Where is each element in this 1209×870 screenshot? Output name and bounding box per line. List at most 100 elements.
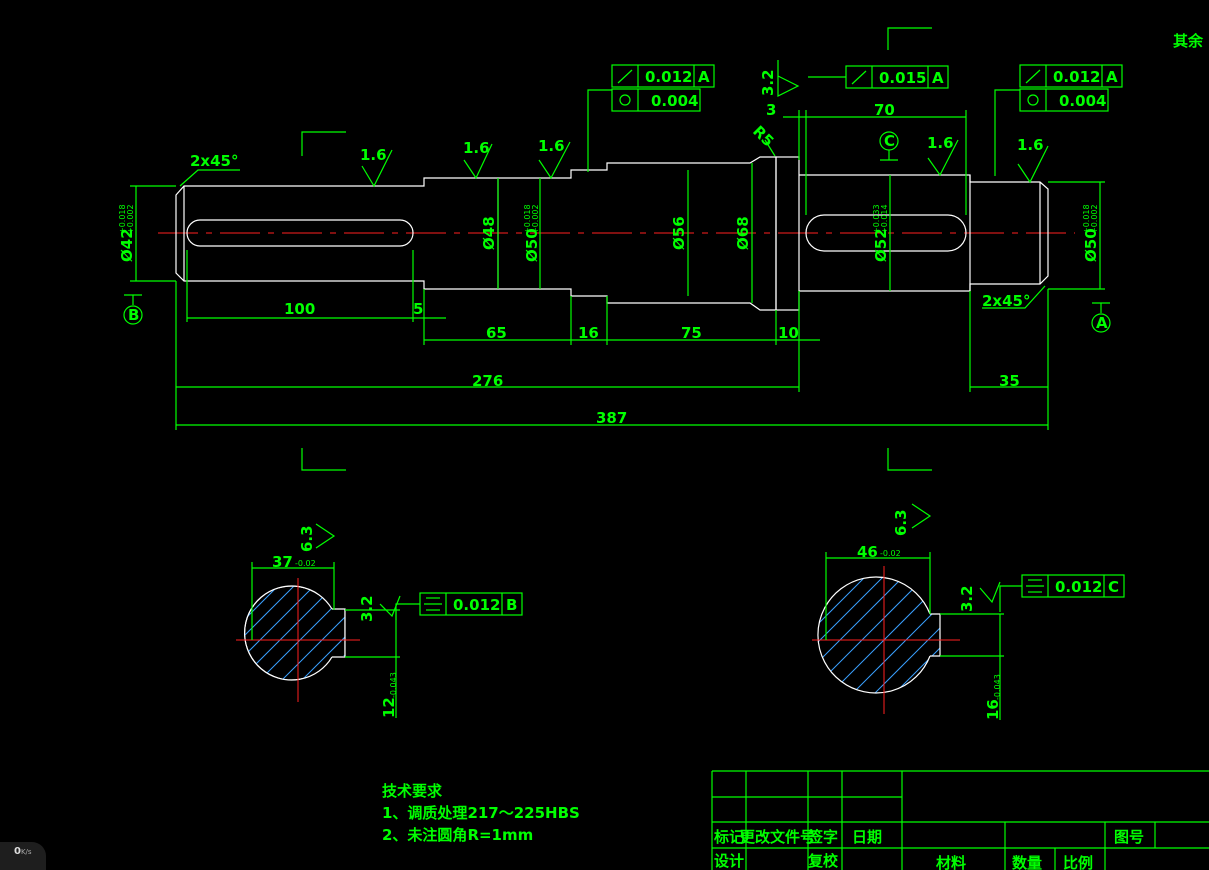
roughness-5-label: 1.6 (1017, 136, 1044, 154)
roughness-labels: 1.6 1.6 1.6 1.6 1.6 3.2 6.3 3.2 6.3 3.2 (298, 69, 1044, 622)
corner-note: 其余 (1173, 32, 1204, 50)
runout-icon (851, 70, 867, 85)
dia-50a-tol-lo: +0.002 (531, 204, 540, 234)
key-right-width-tol: -0.043 (993, 674, 1002, 700)
f2-runout-value: 0.015 (879, 69, 926, 87)
tech-line-2: 2、未注圆角R=1mm (382, 826, 533, 844)
key-left-width-tol: -0.043 (389, 672, 398, 698)
datum-c: C (879, 131, 899, 161)
len-10-label: 10 (778, 324, 799, 342)
tolerance-frame-5: 0.012 C (999, 574, 1125, 612)
key-left-depth-tol: -0.02 (295, 559, 316, 568)
key-right-width: 16 (984, 699, 1002, 720)
tech-title: 技术要求 (382, 782, 443, 800)
tb-material: 材料 (936, 854, 966, 870)
dia-68-label: Ø68 (734, 216, 752, 250)
tolerance-frame-3: 0.012 A 0.004 (994, 64, 1123, 176)
dia-52-label: Ø52 (872, 228, 890, 262)
len-100-label: 100 (284, 300, 315, 318)
len-3-label: 3 (766, 101, 776, 119)
roughness-63-left-label: 6.3 (298, 525, 316, 552)
roughness-1-label: 1.6 (360, 146, 387, 164)
svg-text:B: B (128, 306, 139, 324)
tech-line-1: 1、调质处理217～225HBS (382, 804, 580, 822)
chamfer-right-label: 2x45° (982, 292, 1031, 310)
tb-check: 复校 (807, 852, 839, 870)
f1-cyl-value: 0.004 (651, 92, 698, 110)
left-section-view: 37 -0.02 12 -0.043 (236, 553, 400, 718)
speed-value: 0 (14, 846, 21, 857)
tb-quantity: 数量 (1012, 854, 1042, 870)
len-75-label: 75 (681, 324, 702, 342)
key-right-depth-tol: -0.02 (880, 549, 901, 558)
chamfer-left-label: 2x45° (190, 152, 239, 170)
dia-50a-tol-up: +0.018 (523, 204, 532, 234)
dia-50a-label: Ø50 (523, 228, 541, 262)
f4-sym-value: 0.012 (453, 596, 500, 614)
roughness-symbols (315, 60, 1049, 618)
technical-requirements: 技术要求 1、调质处理217～225HBS 2、未注圆角R=1mm (382, 782, 580, 844)
tb-drawing-no: 图号 (1114, 828, 1144, 846)
roughness-3-label: 1.6 (538, 137, 565, 155)
len-16-label: 16 (578, 324, 599, 342)
shaft-outline (175, 156, 1049, 311)
dia-52-tol-lo: +0.014 (880, 204, 889, 234)
dia-42-tol-up: +0.018 (118, 204, 127, 234)
title-block-labels: 标记 更改文件号 签字 日期 设计 复校 材料 数量 比例 图号 (713, 828, 1144, 870)
roughness-32-top-label: 3.2 (759, 69, 777, 96)
section-markers (301, 27, 932, 471)
title-block-grid (711, 770, 1209, 870)
f3-datum: A (1106, 68, 1118, 86)
tb-scale: 比例 (1063, 854, 1093, 870)
dia-50b-tol-lo: +0.002 (1090, 204, 1099, 234)
f3-runout-value: 0.012 (1053, 68, 1100, 86)
dia-42-tol-lo: +0.002 (126, 204, 135, 234)
key-left-width: 12 (380, 697, 398, 718)
length-dim-lines (175, 110, 1049, 430)
tb-mark: 标记 (713, 828, 744, 846)
diameter-dim-lines (130, 163, 1105, 303)
tb-change-doc: 更改文件号 (740, 828, 815, 846)
datum-a: A (1091, 302, 1111, 333)
f1-datum: A (698, 68, 710, 86)
tb-date: 日期 (852, 828, 882, 846)
symmetry-icon (1026, 579, 1044, 593)
roughness-4-label: 1.6 (927, 134, 954, 152)
f5-sym-value: 0.012 (1055, 578, 1102, 596)
right-section-view: 46 -0.02 16 -0.043 (812, 543, 1004, 720)
len-65-label: 65 (486, 324, 507, 342)
dia-42-label: Ø42 (118, 228, 136, 262)
f5-datum: C (1108, 578, 1119, 596)
len-70-label: 70 (874, 101, 895, 119)
dia-50b-tol-up: +0.018 (1082, 204, 1091, 234)
tb-signature: 签字 (807, 828, 838, 846)
cylindricity-icon (619, 94, 631, 106)
tb-design: 设计 (714, 852, 744, 870)
datum-b: B (123, 294, 143, 325)
speed-unit: K/s (20, 848, 32, 856)
cylindricity-icon (1027, 94, 1039, 106)
key-left-depth: 37 (272, 553, 293, 571)
dia-56-label: Ø56 (670, 216, 688, 250)
runout-icon (1025, 69, 1041, 84)
f4-datum: B (506, 596, 517, 614)
f3-cyl-value: 0.004 (1059, 92, 1106, 110)
diameter-labels: Ø42 +0.018 +0.002 Ø48 Ø50 +0.018 +0.002 … (118, 204, 1100, 262)
svg-text:A: A (1096, 314, 1108, 332)
tolerance-frame-4: 0.012 B (395, 592, 523, 620)
network-speed-widget[interactable]: 0K/s (0, 842, 46, 870)
f2-datum: A (932, 69, 944, 87)
key-right-depth: 46 (857, 543, 878, 561)
len-5-label: 5 (413, 300, 423, 318)
len-35-label: 35 (999, 372, 1020, 390)
chamfer-leaders (179, 139, 1046, 309)
dia-48-label: Ø48 (480, 216, 498, 250)
runout-icon (617, 69, 633, 84)
len-387-label: 387 (596, 409, 627, 427)
roughness-2-label: 1.6 (463, 139, 490, 157)
f1-runout-value: 0.012 (645, 68, 692, 86)
roughness-63-right-label: 6.3 (892, 509, 910, 536)
symmetry-icon (424, 597, 442, 611)
tolerance-frame-2: 0.015 A (808, 65, 949, 89)
